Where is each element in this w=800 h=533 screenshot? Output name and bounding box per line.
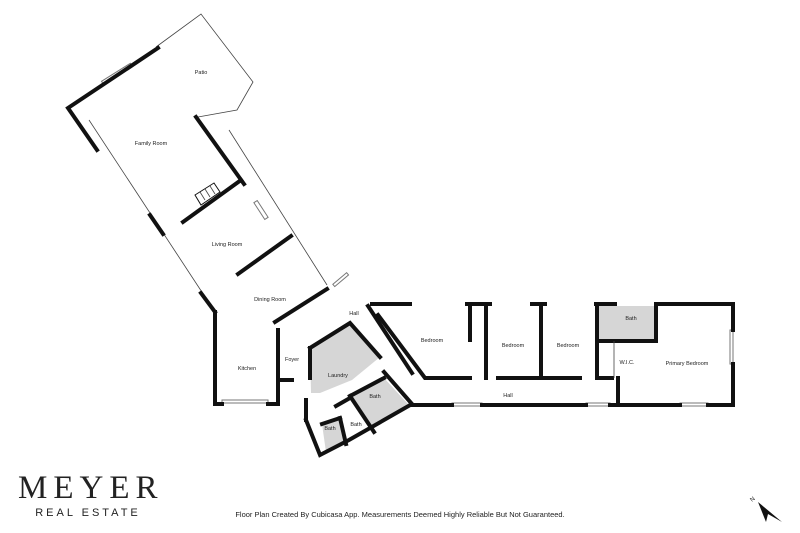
- brand-logo-tagline: REAL ESTATE: [35, 507, 141, 519]
- room-label-laundry: Laundry: [328, 373, 348, 379]
- stair-icon: [194, 182, 221, 206]
- floor-plan-disclaimer: Floor Plan Created By Cubicasa App. Meas…: [235, 510, 565, 519]
- room-label-bedroom-1: Bedroom: [421, 338, 444, 344]
- patio-outline: [155, 13, 254, 118]
- room-label-family-room: Family Room: [135, 141, 168, 147]
- room-label-dining-room: Dining Room: [254, 297, 286, 303]
- laundry-fill: [310, 323, 380, 393]
- room-label-hall-upper: Hall: [349, 311, 358, 317]
- room-label-bath-1: Bath: [369, 394, 380, 400]
- west-wing-walls: [65, 45, 330, 406]
- room-label-kitchen: Kitchen: [238, 366, 256, 372]
- room-label-bedroom-3: Bedroom: [557, 343, 580, 349]
- north-arrow-icon: N: [749, 496, 782, 522]
- room-label-living-room: Living Room: [212, 242, 243, 248]
- room-label-hall-lower: Hall: [503, 393, 512, 399]
- room-labels: Patio Family Room Living Room Dining Roo…: [135, 70, 709, 432]
- north-label: N: [749, 496, 756, 503]
- room-label-bedroom-2: Bedroom: [502, 343, 525, 349]
- primary-bath-fill: [597, 306, 656, 340]
- room-label-bath-4: Bath: [625, 316, 636, 322]
- room-label-primary-bedroom: Primary Bedroom: [666, 361, 709, 367]
- east-wing-walls: [370, 302, 735, 407]
- room-label-wic: W.I.C.: [620, 360, 635, 366]
- bath-fill: [350, 378, 408, 428]
- room-label-patio: Patio: [195, 70, 208, 76]
- room-label-bath-2: Bath: [350, 422, 361, 428]
- brand-logo-name: MEYER: [18, 470, 164, 506]
- room-label-bath-3: Bath: [324, 426, 335, 432]
- center-walls: [303, 303, 416, 458]
- room-label-foyer: Foyer: [285, 357, 299, 363]
- west-wing-thin-walls: [88, 119, 328, 313]
